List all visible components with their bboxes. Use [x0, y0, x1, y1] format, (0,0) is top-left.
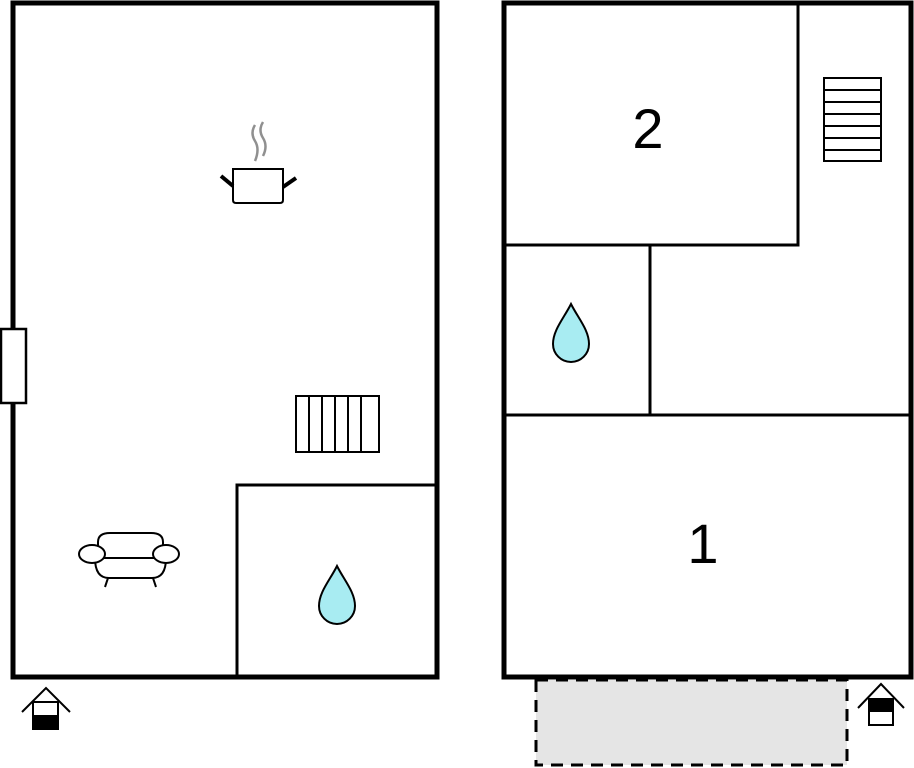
stairs-icon — [295, 395, 380, 453]
water-drop-icon — [317, 563, 357, 625]
room-label-1: 1 — [687, 512, 718, 575]
entrance-icon — [21, 686, 71, 730]
window — [0, 327, 28, 405]
bathroom-room — [235, 483, 439, 679]
room-2-walls — [504, 3, 800, 247]
upper-floor: 2 1 — [501, 0, 914, 767]
entrance-icon — [857, 682, 905, 726]
ground-floor — [0, 0, 440, 730]
water-drop-icon — [551, 301, 591, 363]
terrace — [534, 678, 849, 767]
stairs-icon — [823, 77, 882, 162]
sofa-icon — [78, 532, 180, 588]
kitchen-pot-icon — [219, 121, 298, 204]
ground-floor-outline — [10, 0, 440, 680]
room-label-2: 2 — [632, 97, 663, 160]
